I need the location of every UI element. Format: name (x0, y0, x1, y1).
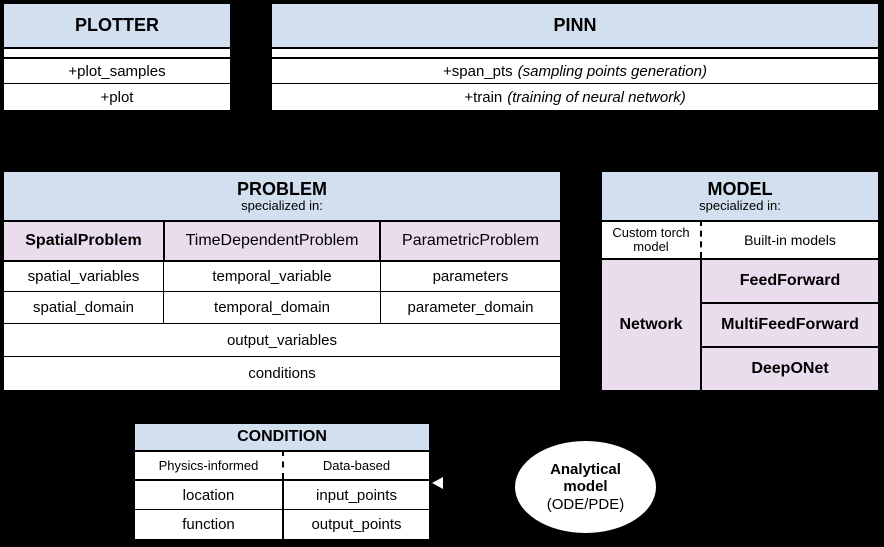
pinn-method-row: +span_pts (sampling points generation) (272, 57, 878, 83)
condition-title-label: CONDITION (237, 427, 327, 445)
problem-cell-label: parameter_domain (407, 299, 534, 316)
condition-cell: location (135, 479, 282, 509)
connector-plotter-endpoint-circle (232, 51, 241, 60)
condition-cell-label: location (182, 486, 235, 504)
problem-title-label: PROBLEM (237, 178, 327, 199)
problem-cell-label: temporal_variable (212, 268, 332, 285)
condition-cell: function (135, 509, 282, 539)
condition-data-label: Data-based (322, 458, 391, 473)
model-builtin-item-label: FeedForward (739, 272, 841, 289)
condition-subheader-row: Physics-informed Data-based (135, 450, 429, 479)
condition-row: function output_points (135, 509, 429, 539)
pinn-method-note: (sampling points generation) (517, 62, 707, 80)
plotter-method-label: +plot_samples (68, 62, 166, 80)
condition-cell-label: function (182, 516, 235, 533)
condition-physics-header: Physics-informed (135, 450, 282, 479)
connector-pinn-endpoint-circle (568, 110, 577, 119)
pinn-method-row: +train (training of neural network) (272, 83, 878, 110)
problem-shared-label: conditions (248, 365, 316, 382)
pinn-method-name: +span_pts (443, 62, 513, 80)
problem-cell-label: spatial_domain (33, 299, 134, 316)
pinn-method-name: +train (464, 88, 503, 106)
condition-cell: input_points (282, 479, 429, 509)
pinn-class-box: PINN +span_pts (sampling points generati… (270, 2, 880, 112)
pinn-title-label: PINN (553, 15, 597, 36)
model-builtin-list: FeedForward MultiFeedForward DeepONet (700, 258, 878, 390)
problem-specialization-row: SpatialProblem TimeDependentProblem Para… (4, 220, 560, 260)
plotter-method-row: +plot_samples (4, 57, 230, 83)
analytical-line-2: model (563, 478, 608, 496)
condition-title: CONDITION (135, 424, 429, 450)
problem-title: PROBLEM specialized in: (4, 172, 560, 220)
model-builtin-item: MultiFeedForward (700, 302, 878, 346)
problem-specialization-time: TimeDependentProblem (163, 220, 379, 260)
problem-cell: spatial_domain (4, 291, 163, 323)
problem-cell-label: parameters (432, 268, 509, 285)
problem-specialization-parametric: ParametricProblem (379, 220, 560, 260)
problem-cell: parameters (380, 260, 560, 291)
model-network-label: Network (619, 316, 683, 333)
pinn-method-note: (training of neural network) (507, 88, 686, 106)
problem-specialization-label: ParametricProblem (402, 232, 539, 249)
model-body-row: Network FeedForward MultiFeedForward Dee… (602, 258, 878, 390)
condition-data-header: Data-based (282, 450, 429, 479)
problem-specialization-label: SpatialProblem (25, 232, 142, 249)
model-builtin-label: Built-in models (744, 232, 836, 248)
condition-cell: output_points (282, 509, 429, 539)
problem-shared-row: output_variables (4, 323, 560, 356)
problem-cell: spatial_variables (4, 260, 163, 291)
connector-analytical-to-condition (440, 482, 525, 484)
connector-plotter-pinn (238, 55, 272, 57)
problem-subtitle-label: specialized in: (241, 197, 323, 213)
model-builtin-item-label: DeepONet (751, 360, 829, 377)
model-network-cell: Network (602, 258, 700, 390)
problem-attribute-row: spatial_variables temporal_variable para… (4, 260, 560, 291)
problem-specialization-label: TimeDependentProblem (185, 232, 359, 249)
model-custom-torch-label: Custom torch model (612, 224, 690, 254)
analytical-line-3: (ODE/PDE) (546, 495, 625, 513)
problem-shared-row: conditions (4, 356, 560, 390)
connector-arrowhead-left-icon (432, 477, 443, 489)
model-subheader-row: Custom torch model Built-in models (602, 220, 878, 258)
condition-cell-label: input_points (316, 486, 397, 504)
plotter-spacer-row (4, 47, 230, 57)
condition-cell-label: output_points (311, 516, 402, 533)
model-subtitle-label: specialized in: (699, 197, 781, 213)
connector-bus-horizontal (282, 144, 743, 146)
plotter-method-row: +plot (4, 83, 230, 110)
connector-condition-endpoint-circle (277, 392, 286, 401)
model-title-label: MODEL (707, 178, 773, 199)
problem-cell: parameter_domain (380, 291, 560, 323)
connector-bus-to-model (741, 144, 743, 172)
connector-bus-to-problem (282, 144, 284, 172)
condition-row: location input_points (135, 479, 429, 509)
model-builtin-item-label: MultiFeedForward (721, 316, 859, 333)
model-class-box: MODEL specialized in: Custom torch model… (600, 170, 880, 392)
problem-cell: temporal_domain (163, 291, 380, 323)
model-builtin-item: DeepONet (700, 346, 878, 390)
problem-specialization-spatial: SpatialProblem (4, 220, 163, 260)
connector-condition-to-problem (281, 396, 283, 422)
model-title: MODEL specialized in: (602, 172, 878, 220)
plotter-class-box: PLOTTER +plot_samples +plot (2, 2, 232, 112)
plotter-title-label: PLOTTER (75, 15, 159, 36)
problem-class-box: PROBLEM specialized in: SpatialProblem T… (2, 170, 562, 392)
problem-shared-label: output_variables (226, 331, 338, 349)
plotter-title: PLOTTER (4, 4, 230, 47)
analytical-model-ellipse: Analytical model (ODE/PDE) (512, 438, 659, 536)
problem-cell-label: temporal_domain (214, 299, 330, 316)
problem-cell: temporal_variable (163, 260, 380, 291)
model-builtin-header: Built-in models (700, 220, 878, 258)
model-builtin-item: FeedForward (700, 258, 878, 302)
plotter-method-label: +plot (100, 88, 134, 106)
pinn-spacer-row (272, 47, 878, 57)
condition-class-box: CONDITION Physics-informed Data-based lo… (133, 422, 431, 541)
problem-cell-label: spatial_variables (27, 268, 140, 285)
problem-attribute-row: spatial_domain temporal_domain parameter… (4, 291, 560, 323)
condition-physics-label: Physics-informed (158, 458, 259, 473)
connector-pinn-down-stub (572, 112, 574, 145)
pinn-title: PINN (272, 4, 878, 47)
model-custom-torch-header: Custom torch model (602, 220, 700, 258)
analytical-line-1: Analytical (550, 461, 621, 479)
